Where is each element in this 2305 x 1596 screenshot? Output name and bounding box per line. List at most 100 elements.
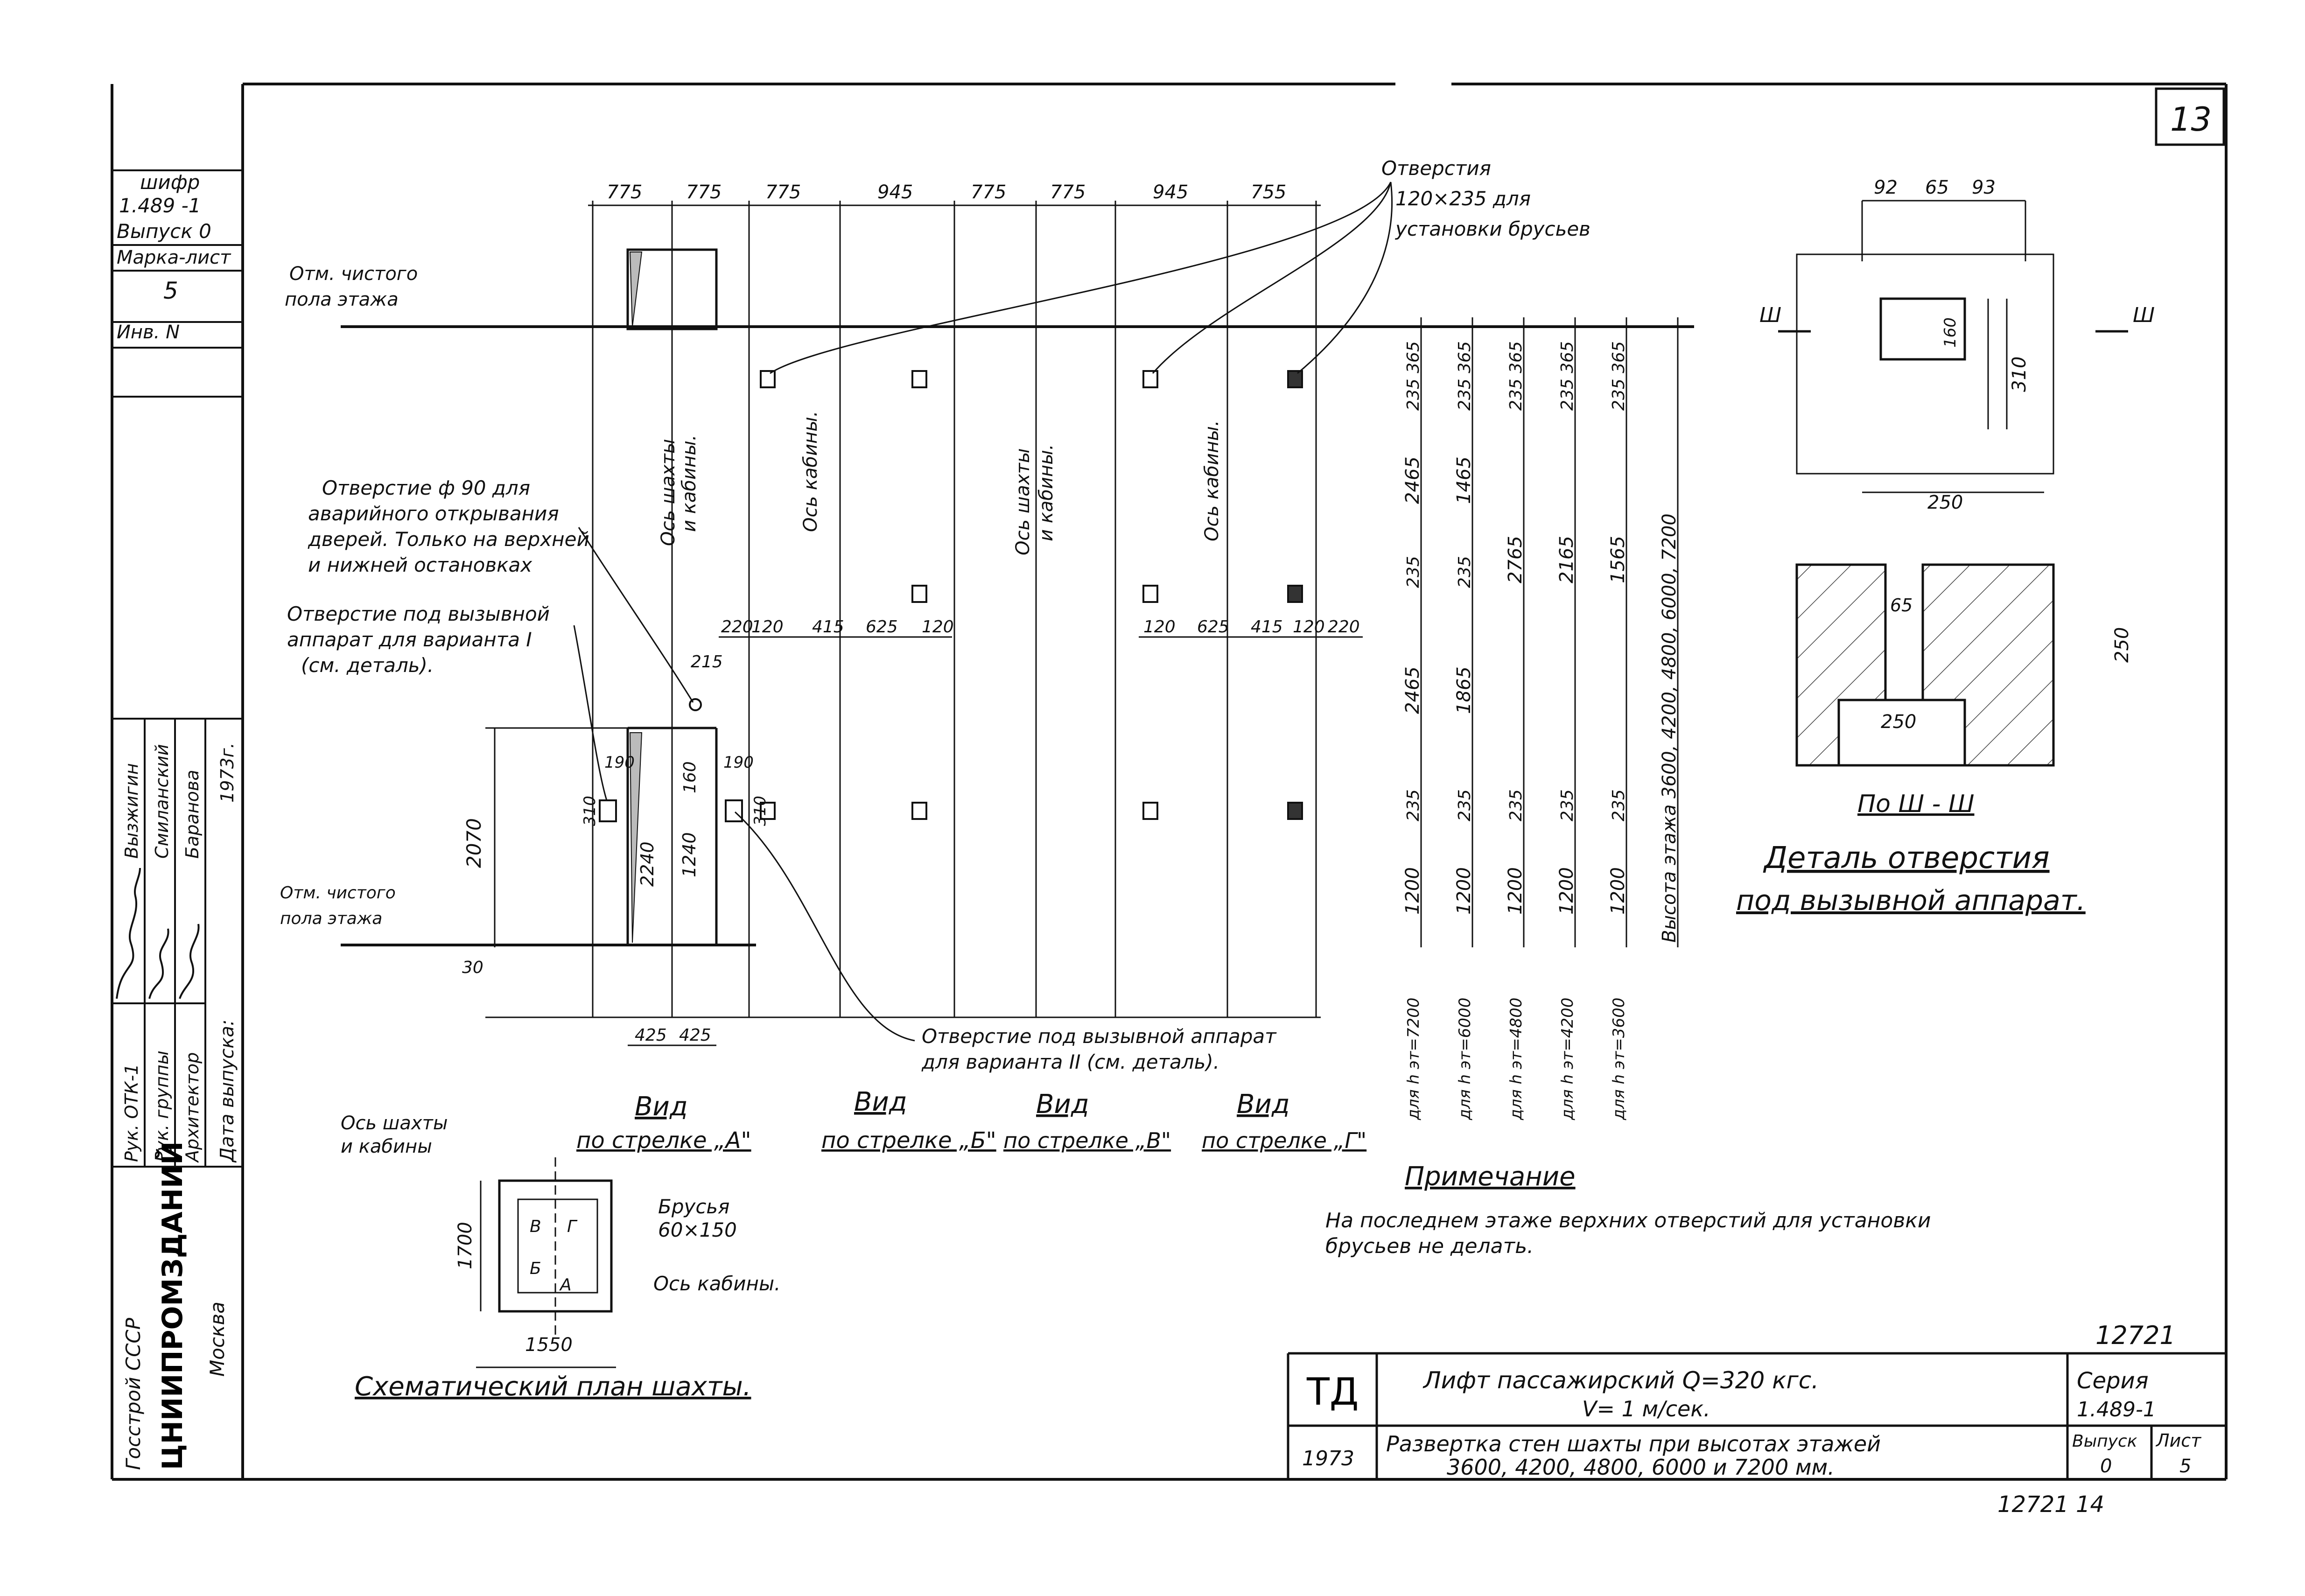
axis-shaft-label-1a: Ось шахты xyxy=(658,439,679,546)
svg-text:945: 945 xyxy=(877,182,913,203)
axis-shaft-label-2b: и кабины. xyxy=(1036,444,1057,542)
svg-text:120: 120 xyxy=(1293,617,1325,637)
svg-text:190: 190 xyxy=(604,753,635,772)
svg-text:93: 93 xyxy=(1972,177,1996,198)
callhole2-2: для варианта II (см. деталь). xyxy=(921,1050,1219,1073)
detail-plan xyxy=(1778,200,2128,493)
plan-dim-w: 1550 xyxy=(525,1334,573,1356)
svg-text:2465: 2465 xyxy=(1402,456,1423,504)
svg-text:755: 755 xyxy=(1251,182,1286,203)
hole90-4: и нижней остановках xyxy=(308,553,532,576)
subtitle-1: Развертка стен шахты при высотах этажей xyxy=(1386,1431,1881,1456)
svg-text:по стрелке „В": по стрелке „В" xyxy=(1003,1128,1171,1153)
svg-text:92: 92 xyxy=(1874,177,1898,198)
holes-beams-3: установки брусьев xyxy=(1394,217,1590,240)
svg-text:235 365: 235 365 xyxy=(1455,341,1474,411)
plan-beams-2: 60×150 xyxy=(658,1218,737,1241)
svg-text:235 365: 235 365 xyxy=(1558,341,1577,411)
svg-text:1200: 1200 xyxy=(1556,867,1577,915)
svg-text:30: 30 xyxy=(462,958,483,977)
detail-dims: 92 65 93 160 310 250 Ш Ш xyxy=(1759,177,2155,513)
org-line3: Москва xyxy=(206,1302,229,1377)
detail-dim-250-h: 250 xyxy=(2111,627,2133,663)
svg-text:235: 235 xyxy=(1558,789,1577,821)
sig-role-0: Рук. ОТК-1 xyxy=(121,1064,142,1162)
svg-text:для h эт=3600: для h эт=3600 xyxy=(1610,998,1628,1120)
svg-text:310: 310 xyxy=(751,796,770,826)
plan-title: Схематический план шахты. xyxy=(355,1372,751,1402)
svg-text:425: 425 xyxy=(679,1026,711,1045)
svg-text:Вид: Вид xyxy=(854,1087,907,1117)
svg-text:120: 120 xyxy=(1143,617,1176,637)
svg-text:775: 775 xyxy=(686,182,722,203)
plan-letter-g: Г xyxy=(567,1217,578,1236)
callhole-2: аппарат для варианта I xyxy=(287,628,532,651)
seria-value: 1.489-1 xyxy=(2077,1398,2156,1421)
svg-text:120: 120 xyxy=(751,617,784,637)
height-column-1: 235 365 1465 235 1865 235 1200 для h эт=… xyxy=(1453,341,1475,1120)
plan-axis-1: Ось шахты xyxy=(341,1113,448,1134)
svg-text:1465: 1465 xyxy=(1453,456,1475,504)
dims-mid-left: 220 120 415 625 120 xyxy=(721,617,954,637)
callhole2-1: Отверстие под вызывной аппарат xyxy=(922,1025,1277,1048)
sig-role-2: Архитектор xyxy=(182,1052,203,1163)
svg-text:для h эт=6000: для h эт=6000 xyxy=(1456,998,1474,1120)
svg-text:2765: 2765 xyxy=(1505,536,1526,583)
sheet-number-box xyxy=(2155,87,2225,146)
svg-text:235 365: 235 365 xyxy=(1506,341,1526,411)
hole90-3: дверей. Только на верхней xyxy=(308,528,589,551)
left-stamp xyxy=(112,169,243,1168)
svg-text:Вид: Вид xyxy=(1036,1089,1089,1120)
wall-development xyxy=(341,201,1694,1018)
bottom-code: 12721 14 xyxy=(1997,1491,2104,1518)
height-note: Высота этажа 3600, 4200, 4800, 6000, 720… xyxy=(1659,513,1680,943)
sheet-frame xyxy=(111,83,2228,1481)
svg-text:425: 425 xyxy=(635,1026,667,1045)
doc-number: 12721 xyxy=(2095,1321,2176,1350)
title-year: 1973 xyxy=(1302,1447,1354,1470)
svg-text:775: 775 xyxy=(607,182,642,203)
svg-text:1240: 1240 xyxy=(679,832,700,877)
detail-section-caption: По Ш - Ш xyxy=(1857,790,1974,818)
svg-text:1200: 1200 xyxy=(1402,867,1423,915)
title-block xyxy=(1287,1352,2226,1479)
note-text-2: брусьев не делать. xyxy=(1325,1234,1534,1258)
stamp-series: 1.489 -1 xyxy=(119,194,201,217)
svg-text:по стрелке „А": по стрелке „А" xyxy=(576,1127,751,1154)
svg-text:1200: 1200 xyxy=(1505,867,1526,915)
plan-letter-v: В xyxy=(530,1217,541,1236)
title-td: ТД xyxy=(1306,1370,1359,1414)
sig-role-1: Рук. группы xyxy=(152,1050,172,1162)
svg-text:625: 625 xyxy=(1197,617,1229,637)
schematic-plan xyxy=(476,1157,616,1368)
svg-text:2165: 2165 xyxy=(1556,536,1577,583)
plan-axis-2: и кабины xyxy=(341,1136,432,1157)
svg-text:Ш: Ш xyxy=(2133,303,2155,327)
dims-mid-right: 120 625 415 120 220 xyxy=(1143,617,1360,637)
svg-text:220: 220 xyxy=(721,617,753,637)
svg-text:160: 160 xyxy=(1941,317,1960,348)
plan-letter-b: Б xyxy=(530,1259,541,1278)
svg-text:120: 120 xyxy=(922,617,954,637)
svg-text:190: 190 xyxy=(723,753,754,772)
svg-text:Ш: Ш xyxy=(1759,303,1781,327)
sig-role-3: Дата выпуска: xyxy=(217,1020,238,1163)
detail-title-2: под вызывной аппарат. xyxy=(1736,884,2086,917)
otm-bottom-2: пола этажа xyxy=(280,909,382,928)
svg-text:310: 310 xyxy=(2009,357,2030,392)
svg-text:235: 235 xyxy=(1404,789,1423,821)
svg-text:Вид: Вид xyxy=(635,1092,688,1122)
height-column-3: 235 365 2165 235 1200 для h эт=4200 xyxy=(1556,341,1577,1120)
svg-text:415: 415 xyxy=(1251,617,1283,637)
detail-title-1: Деталь отверстия xyxy=(1763,841,2050,875)
svg-text:310: 310 xyxy=(581,796,599,826)
svg-text:945: 945 xyxy=(1153,182,1188,203)
height-column-4: 235 365 1565 235 1200 для h эт=3600 xyxy=(1607,341,1629,1120)
axis-shaft-label-1b: и кабины. xyxy=(679,435,700,532)
vypusk-label: Выпуск xyxy=(2072,1432,2137,1451)
height-columns-lines xyxy=(1420,317,1679,947)
subtitle-2: 3600, 4200, 4800, 6000 и 7200 мм. xyxy=(1447,1455,1835,1480)
stamp-vypusk: Выпуск 0 xyxy=(117,220,211,243)
svg-text:по стрелке „Б": по стрелке „Б" xyxy=(821,1127,996,1154)
svg-text:235 365: 235 365 xyxy=(1609,341,1628,411)
